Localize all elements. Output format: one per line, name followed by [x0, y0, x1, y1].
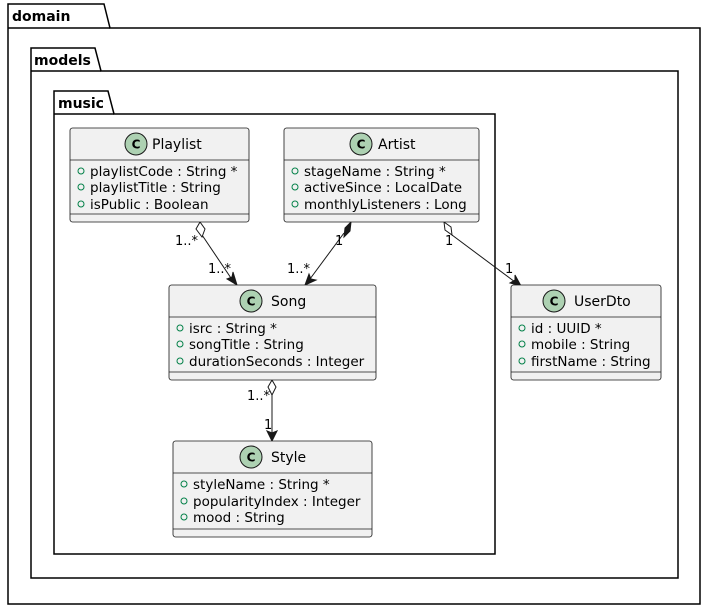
public-visibility-icon — [291, 200, 299, 208]
class-attribute: mobile : String — [531, 337, 630, 353]
public-visibility-icon — [518, 357, 526, 365]
class-stereotype-icon — [349, 132, 373, 156]
multiplicity-label: 1..* — [247, 389, 271, 404]
relation-artist-song: 1 1..* — [287, 220, 352, 286]
svg-text:C: C — [550, 295, 559, 309]
public-visibility-icon — [180, 513, 188, 521]
class-name: Playlist — [152, 137, 202, 153]
svg-text:C: C — [247, 451, 256, 465]
public-visibility-icon — [176, 357, 184, 365]
relation-artist-userdto: 1 1 — [443, 220, 523, 287]
class-attribute: activeSince : LocalDate — [304, 180, 462, 196]
public-visibility-icon — [77, 167, 85, 175]
class-attribute: durationSeconds : Integer — [189, 354, 365, 370]
class-attribute: popularityIndex : Integer — [193, 494, 361, 510]
arrowhead-icon — [508, 274, 523, 287]
class-attribute: monthlyListeners : Long — [304, 197, 467, 213]
svg-text:C: C — [357, 138, 366, 152]
relation-playlist-song: 1..* 1..* — [175, 221, 238, 287]
class-userdto[interactable]: C UserDto id : UUID * mobile : String fi… — [510, 284, 662, 381]
relation-song-style: 1..* 1 — [247, 378, 279, 443]
multiplicity-label: 1..* — [287, 262, 311, 277]
aggregation-diamond-icon — [443, 220, 453, 237]
arrowhead-icon — [265, 430, 279, 443]
public-visibility-icon — [180, 480, 188, 488]
public-visibility-icon — [176, 340, 184, 348]
aggregation-diamond-icon — [195, 221, 206, 239]
class-attribute: stageName : String * — [304, 164, 446, 180]
aggregation-diamond-icon — [267, 378, 277, 397]
package-domain-label: domain — [12, 9, 70, 25]
svg-text:C: C — [132, 138, 141, 152]
public-visibility-icon — [77, 183, 85, 191]
public-visibility-icon — [518, 324, 526, 332]
class-attribute: isPublic : Boolean — [90, 197, 209, 213]
class-playlist[interactable]: C Playlist playlistCode : String * playl… — [69, 127, 250, 223]
class-name: Artist — [378, 137, 416, 153]
class-attribute: songTitle : String — [189, 337, 304, 353]
class-name: Song — [271, 294, 306, 310]
package-models-label: models — [34, 53, 91, 69]
public-visibility-icon — [180, 497, 188, 505]
class-artist[interactable]: C Artist stageName : String * activeSinc… — [283, 127, 480, 223]
class-attribute: styleName : String * — [193, 477, 330, 493]
package-music: music — [53, 90, 496, 555]
composition-diamond-icon — [343, 220, 352, 239]
package-domain: domain — [7, 3, 701, 605]
class-attribute: mood : String — [193, 510, 285, 526]
multiplicity-label: 1..* — [175, 234, 199, 249]
multiplicity-label: 1 — [264, 418, 272, 433]
class-song[interactable]: C Song isrc : String * songTitle : Strin… — [168, 284, 377, 381]
public-visibility-icon — [176, 324, 184, 332]
class-stereotype-icon — [542, 289, 566, 313]
class-attribute: firstName : String — [531, 354, 651, 370]
class-stereotype-icon — [239, 289, 263, 313]
public-visibility-icon — [291, 183, 299, 191]
class-attribute: id : UUID * — [531, 321, 602, 337]
package-music-label: music — [58, 96, 104, 112]
public-visibility-icon — [291, 167, 299, 175]
multiplicity-label: 1 — [335, 234, 343, 249]
class-stereotype-icon — [124, 132, 148, 156]
class-attribute: playlistTitle : String — [90, 180, 221, 196]
public-visibility-icon — [77, 200, 85, 208]
arrowhead-icon — [304, 272, 318, 286]
multiplicity-label: 1..* — [208, 262, 232, 277]
class-style[interactable]: C Style styleName : String * popularityI… — [172, 440, 373, 538]
class-attribute: isrc : String * — [189, 321, 277, 337]
svg-text:C: C — [247, 295, 256, 309]
class-stereotype-icon — [239, 445, 263, 469]
arrowhead-icon — [225, 271, 238, 287]
public-visibility-icon — [518, 340, 526, 348]
multiplicity-label: 1 — [445, 234, 453, 249]
multiplicity-label: 1 — [505, 262, 513, 277]
class-name: Style — [271, 450, 306, 466]
class-attribute: playlistCode : String * — [90, 164, 238, 180]
package-models: models — [30, 47, 679, 579]
class-name: UserDto — [574, 294, 631, 310]
